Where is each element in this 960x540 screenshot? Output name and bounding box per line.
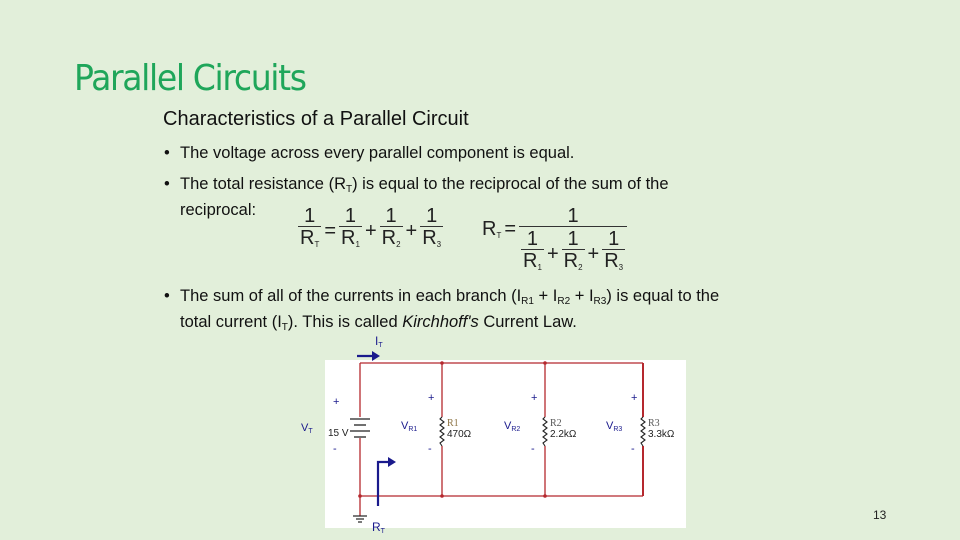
resistor-icons bbox=[439, 416, 646, 447]
minus-label: - bbox=[428, 443, 432, 455]
plus-sign: + bbox=[587, 243, 600, 265]
plus-sign: + bbox=[405, 219, 418, 242]
subscript: T bbox=[345, 184, 353, 195]
bullet-text: ). This is called bbox=[287, 313, 403, 331]
battery-icon bbox=[350, 418, 370, 438]
minus-label: - bbox=[531, 443, 535, 455]
bullet-voltage: • The voltage across every parallel compo… bbox=[164, 143, 574, 164]
subscript: 1 bbox=[537, 263, 542, 272]
plus-label: + bbox=[631, 392, 637, 404]
plus-label: + bbox=[428, 392, 434, 404]
numerator: 1 bbox=[304, 205, 316, 227]
subscript: 1 bbox=[355, 240, 360, 249]
numerator: 1 bbox=[426, 205, 438, 227]
source-voltage-label: VT bbox=[301, 422, 313, 435]
battery-value: 15 V bbox=[328, 428, 349, 439]
bullet-kirchhoff: • The sum of all of the currents in each … bbox=[164, 286, 719, 338]
numerator: 1 bbox=[526, 228, 539, 250]
minus-label: - bbox=[333, 443, 337, 455]
current-arrow-icon bbox=[357, 351, 380, 361]
r3-name: R3 bbox=[648, 418, 660, 429]
bullet-text: total current (I bbox=[180, 313, 282, 331]
numerator: 1 bbox=[608, 228, 620, 250]
plus-label: + bbox=[333, 396, 339, 408]
bullet-text: ) is equal to the reciprocal of the sum … bbox=[352, 175, 669, 193]
denominator: R bbox=[604, 250, 619, 272]
bullet-resistance: • The total resistance (RT) is equal to t… bbox=[164, 174, 669, 221]
numerator: 1 bbox=[567, 205, 579, 227]
bullet-text: + I bbox=[533, 287, 558, 305]
subscript: T bbox=[314, 240, 320, 249]
subscript: R2 bbox=[557, 296, 571, 307]
r1-name: R1 bbox=[447, 418, 459, 429]
denominator: R bbox=[341, 227, 356, 249]
denominator: R bbox=[300, 227, 315, 249]
resistance-label: RT bbox=[372, 520, 386, 535]
subscript: 2 bbox=[578, 263, 583, 272]
plus-sign: + bbox=[364, 219, 377, 242]
subscript: R3 bbox=[593, 296, 607, 307]
subscript: 3 bbox=[618, 263, 624, 272]
slide-title: Parallel Circuits bbox=[74, 58, 307, 99]
italic-text: Kirchhoff's bbox=[402, 313, 479, 331]
bullet-text: Current Law. bbox=[478, 313, 577, 331]
bullet-text: The voltage across every parallel compon… bbox=[180, 144, 575, 162]
slide-subtitle: Characteristics of a Parallel Circuit bbox=[163, 108, 469, 130]
denominator: R bbox=[523, 250, 538, 272]
subscript: R1 bbox=[521, 296, 534, 307]
lhs-r: R bbox=[482, 218, 497, 240]
plus-label: + bbox=[531, 392, 537, 404]
equals-sign: = bbox=[324, 219, 337, 242]
denominator: R bbox=[381, 227, 397, 249]
bullet-text: The total resistance (R bbox=[180, 175, 346, 193]
bullet-text-line2: reciprocal: bbox=[180, 201, 257, 219]
numerator: 1 bbox=[385, 205, 397, 227]
subscript: 2 bbox=[396, 240, 401, 249]
plus-sign: + bbox=[546, 243, 559, 265]
bullet-dot: • bbox=[164, 144, 170, 162]
denominator: R bbox=[422, 227, 437, 249]
bullet-text: ) is equal to the bbox=[606, 287, 720, 305]
vr3-label: VR3 bbox=[606, 420, 622, 433]
r3-value: 3.3kΩ bbox=[648, 429, 675, 440]
bullet-text: The sum of all of the currents in each b… bbox=[180, 287, 522, 305]
bullet-dot: • bbox=[164, 175, 170, 193]
numerator: 1 bbox=[567, 228, 579, 250]
current-label: IT bbox=[375, 334, 383, 349]
subscript: T bbox=[496, 231, 502, 240]
circuit-wires bbox=[359, 362, 644, 516]
bullet-text-line2: total current (IT). This is called Kirch… bbox=[164, 312, 719, 338]
vr2-label: VR2 bbox=[504, 420, 520, 433]
bullet-text: + I bbox=[570, 287, 594, 305]
circuit-labels: IT RT VT VR1 VR2 VR3 + + + + - - - - bbox=[301, 334, 637, 535]
denominator: R bbox=[563, 250, 579, 272]
minus-label: - bbox=[631, 443, 635, 455]
r2-value: 2.2kΩ bbox=[550, 429, 577, 440]
junction-dots bbox=[358, 361, 547, 498]
ground-icon bbox=[353, 515, 367, 523]
page-number: 13 bbox=[873, 508, 887, 522]
component-values: 15 V R1 470Ω R2 2.2kΩ R3 3.3kΩ bbox=[328, 418, 675, 440]
r2-name: R2 bbox=[550, 418, 562, 429]
subscript: T bbox=[281, 322, 288, 333]
numerator: 1 bbox=[344, 205, 357, 227]
subscript: 3 bbox=[436, 240, 442, 249]
equals-sign: = bbox=[504, 218, 517, 240]
bullet-dot: • bbox=[164, 287, 170, 305]
circuit-diagram-panel bbox=[325, 360, 686, 528]
r1-value: 470Ω bbox=[447, 429, 472, 440]
vr1-label: VR1 bbox=[401, 420, 417, 433]
resistance-arrow-icon bbox=[376, 457, 396, 506]
